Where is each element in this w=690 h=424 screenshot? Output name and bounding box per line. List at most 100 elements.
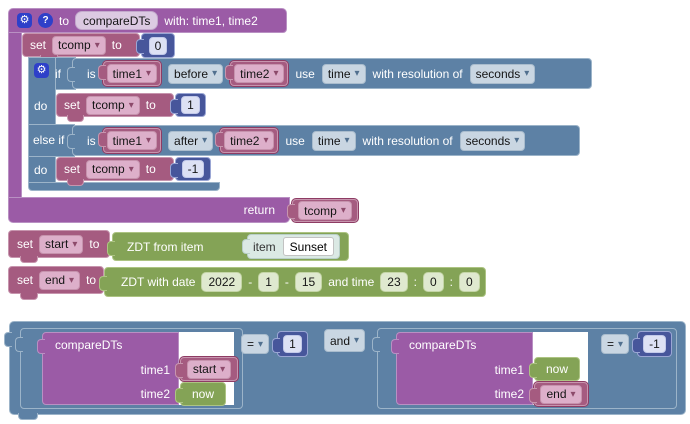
do-label: do bbox=[34, 99, 48, 113]
zdt-from-item-block[interactable]: ZDT from item item Sunset bbox=[107, 232, 349, 261]
hour-field[interactable]: 23 bbox=[380, 272, 408, 292]
procedure-params-label: with: time1, time2 bbox=[164, 13, 258, 28]
dropdown-arrow-icon: ▾ bbox=[220, 363, 226, 375]
resolution-dropdown[interactable]: seconds▾ bbox=[469, 63, 536, 84]
param-label: time1 bbox=[140, 362, 170, 377]
equals-op-dropdown[interactable]: =▾ bbox=[241, 334, 270, 354]
end-getter-block[interactable]: end▾ bbox=[529, 382, 588, 406]
is-label: is bbox=[87, 66, 96, 81]
minute-field[interactable]: 0 bbox=[422, 272, 444, 292]
connector-tab bbox=[372, 337, 380, 352]
if-mutator-gear-icon[interactable]: ⚙ bbox=[34, 63, 49, 78]
now-block[interactable]: now bbox=[529, 357, 580, 381]
set-start-block[interactable]: set start▾ to bbox=[8, 230, 110, 258]
and-time-label: and time bbox=[328, 275, 375, 289]
param-label: time2 bbox=[140, 387, 170, 401]
is-after-condition-block[interactable]: is time1▾ after▾ time2▾ use time▾ with r… bbox=[67, 125, 580, 156]
to-label: to bbox=[111, 38, 122, 52]
resolution-label: with resolution of bbox=[372, 66, 463, 81]
dropdown-arrow-icon: ▾ bbox=[146, 68, 152, 79]
param-label: time1 bbox=[494, 362, 524, 377]
item-block[interactable]: item Sunset bbox=[241, 234, 340, 259]
comparedts-call-block-left[interactable]: compareDTs time1 time2 bbox=[37, 332, 179, 405]
procedure-def-header[interactable]: ⚙ ? to compareDTs with: time1, time2 bbox=[8, 8, 287, 33]
number-block-0[interactable]: 0 bbox=[136, 33, 175, 58]
connector-tab bbox=[215, 132, 224, 147]
mutator-gear-icon[interactable]: ⚙ bbox=[17, 13, 32, 28]
zdt-with-date-block[interactable]: ZDT with date 2022 - 1 - 15 and time 23 … bbox=[99, 267, 486, 297]
procedure-name-field[interactable]: compareDTs bbox=[75, 11, 159, 30]
procedure-def-spine bbox=[8, 32, 22, 198]
to-label: to bbox=[59, 13, 70, 28]
is-label: is bbox=[87, 133, 96, 148]
variable-dropdown[interactable]: tcomp▾ bbox=[86, 95, 140, 115]
date-separator: - bbox=[284, 275, 289, 289]
number-block-neg1[interactable]: -1 bbox=[170, 157, 211, 181]
day-field[interactable]: 15 bbox=[294, 272, 323, 292]
zdt-with-date-label: ZDT with date bbox=[121, 275, 196, 289]
connector-tab bbox=[272, 338, 280, 353]
set-tcomp-init-block[interactable]: set tcomp▾ to bbox=[22, 33, 140, 57]
second-field[interactable]: 0 bbox=[459, 272, 480, 292]
tcomp-return-getter-block[interactable]: tcomp▾ bbox=[287, 199, 358, 222]
statement-bump bbox=[20, 293, 38, 300]
else-if-label: else if bbox=[33, 133, 65, 147]
variable-dropdown[interactable]: end▾ bbox=[39, 270, 81, 290]
connector-tab bbox=[170, 163, 178, 178]
use-dropdown[interactable]: time▾ bbox=[311, 130, 356, 151]
to-label: to bbox=[89, 237, 100, 251]
connector-tab bbox=[287, 204, 295, 219]
start-getter-block[interactable]: start▾ bbox=[175, 357, 238, 381]
time1-getter-block[interactable]: time1▾ bbox=[97, 128, 162, 153]
now-block[interactable]: now bbox=[175, 382, 226, 406]
compare-op-dropdown[interactable]: after▾ bbox=[168, 130, 214, 151]
zdt-from-item-label: ZDT from item bbox=[127, 239, 204, 254]
use-label: use bbox=[295, 66, 315, 81]
statement-bump bbox=[67, 115, 84, 122]
set-label: set bbox=[30, 38, 47, 52]
year-field[interactable]: 2022 bbox=[201, 272, 243, 292]
variable-dropdown[interactable]: start▾ bbox=[39, 234, 84, 254]
statement-bump bbox=[18, 413, 38, 420]
connector-tab bbox=[4, 332, 12, 347]
connector-tab bbox=[99, 276, 107, 291]
time2-getter-block[interactable]: time2▾ bbox=[225, 61, 289, 86]
connector-tab bbox=[107, 241, 115, 256]
date-separator: - bbox=[248, 275, 253, 289]
resolution-label: with resolution of bbox=[362, 133, 453, 148]
help-icon[interactable]: ? bbox=[38, 13, 53, 28]
dropdown-arrow-icon: ▾ bbox=[514, 135, 520, 146]
connector-tab bbox=[632, 338, 640, 353]
item-name-field[interactable]: Sunset bbox=[282, 237, 334, 256]
set-tcomp-do2-block[interactable]: set tcomp▾ to bbox=[56, 157, 174, 181]
statement-bump bbox=[67, 179, 84, 186]
time1-getter-block[interactable]: time1▾ bbox=[97, 61, 162, 86]
connector-tab bbox=[175, 388, 183, 403]
set-label: set bbox=[17, 237, 34, 251]
time2-getter-block[interactable]: time2▾ bbox=[215, 128, 279, 153]
call-name-label: compareDTs bbox=[55, 338, 123, 352]
connector-tab bbox=[37, 339, 45, 354]
month-field[interactable]: 1 bbox=[258, 272, 279, 292]
connector-tab bbox=[391, 339, 399, 354]
connector-tab bbox=[15, 337, 23, 352]
compare-op-dropdown[interactable]: before▾ bbox=[168, 63, 224, 84]
procedure-return-row: return bbox=[8, 197, 290, 223]
resolution-dropdown[interactable]: seconds▾ bbox=[459, 130, 526, 151]
set-end-block[interactable]: set end▾ to bbox=[8, 266, 104, 294]
variable-dropdown[interactable]: tcomp▾ bbox=[52, 35, 106, 55]
and-op-dropdown[interactable]: and▾ bbox=[324, 329, 366, 352]
set-tcomp-do1-block[interactable]: set tcomp▾ to bbox=[56, 93, 174, 117]
variable-dropdown[interactable]: tcomp▾ bbox=[86, 159, 140, 179]
equals-op-dropdown[interactable]: =▾ bbox=[601, 334, 630, 354]
dropdown-arrow-icon: ▾ bbox=[354, 68, 360, 79]
set-label: set bbox=[64, 98, 81, 112]
comparedts-call-block-right[interactable]: compareDTs time1 time2 bbox=[391, 332, 533, 405]
use-dropdown[interactable]: time▾ bbox=[321, 63, 366, 84]
number-block-target-neg1[interactable]: -1 bbox=[632, 331, 672, 357]
dropdown-arrow-icon: ▾ bbox=[354, 335, 360, 346]
number-block-1[interactable]: 1 bbox=[170, 93, 206, 117]
number-block-target-1[interactable]: 1 bbox=[272, 331, 308, 357]
is-before-condition-block[interactable]: is time1▾ before▾ time2▾ use time▾ with … bbox=[67, 58, 592, 89]
dropdown-arrow-icon: ▾ bbox=[263, 135, 269, 146]
